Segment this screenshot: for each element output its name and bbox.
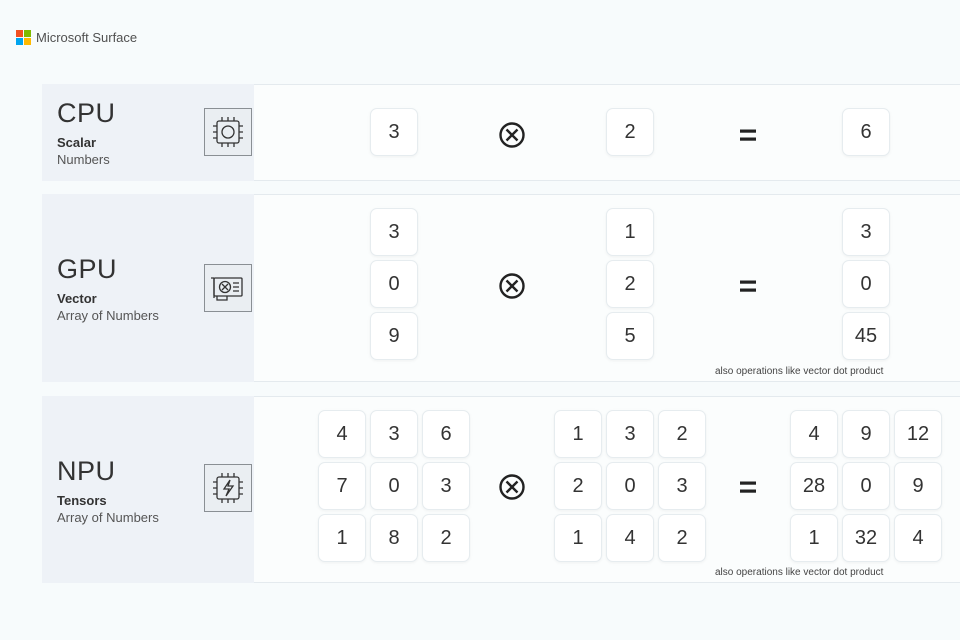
data-description: Array of Numbers — [57, 510, 159, 525]
result-cell: 4 — [894, 514, 942, 562]
equals-icon — [733, 271, 763, 301]
result-cell: 0 — [842, 260, 890, 308]
equals-icon — [733, 472, 763, 502]
cpu-chip-icon — [204, 108, 252, 156]
npu-label-panel: NPU Tensors Array of Numbers — [42, 396, 254, 583]
operand-a-cell: 8 — [370, 514, 418, 562]
result-cell: 45 — [842, 312, 890, 360]
data-description: Array of Numbers — [57, 308, 159, 323]
operand-a-cell: 6 — [422, 410, 470, 458]
result-cell: 0 — [842, 462, 890, 510]
operand-a-cell: 2 — [422, 514, 470, 562]
operand-b-cell: 3 — [658, 462, 706, 510]
dot-product-note: also operations like vector dot product — [715, 567, 884, 578]
operand-a-cell: 3 — [370, 208, 418, 256]
operand-b-cell: 0 — [606, 462, 654, 510]
result-cell: 9 — [894, 462, 942, 510]
gpu-row: GPU Vector Array of Numbers 3 0 9 1 2 5 … — [42, 194, 960, 382]
processor-name: GPU — [57, 254, 118, 284]
operand-a-cell: 7 — [318, 462, 366, 510]
processor-name: NPU — [57, 456, 116, 486]
operand-a-cell: 9 — [370, 312, 418, 360]
result-cell: 4 — [790, 410, 838, 458]
operand-b-cell: 2 — [658, 410, 706, 458]
operand-b-cell: 2 — [606, 260, 654, 308]
operand-a-cell: 4 — [318, 410, 366, 458]
result-cell: 28 — [790, 462, 838, 510]
result-cell: 12 — [894, 410, 942, 458]
result-cell: 1 — [790, 514, 838, 562]
result-cell: 3 — [842, 208, 890, 256]
result-cell: 6 — [842, 108, 890, 156]
microsoft-logo-icon — [16, 30, 31, 45]
circled-times-icon — [497, 120, 527, 150]
data-type: Vector — [57, 291, 97, 306]
circled-times-icon — [497, 271, 527, 301]
operand-a-cell: 3 — [370, 108, 418, 156]
result-cell: 32 — [842, 514, 890, 562]
npu-row: NPU Tensors Array of Numbers 4 3 6 7 0 3… — [42, 396, 960, 583]
graphics-card-icon — [204, 264, 252, 312]
operand-b-cell: 1 — [606, 208, 654, 256]
operand-a-cell: 3 — [422, 462, 470, 510]
brand: Microsoft Surface — [16, 30, 137, 45]
equals-icon — [733, 120, 763, 150]
data-type: Tensors — [57, 493, 107, 508]
npu-chip-icon — [204, 464, 252, 512]
result-cell: 9 — [842, 410, 890, 458]
operand-b-cell: 4 — [606, 514, 654, 562]
operand-a-cell: 0 — [370, 462, 418, 510]
operand-b-cell: 3 — [606, 410, 654, 458]
data-type: Scalar — [57, 135, 97, 150]
operand-b-cell: 2 — [606, 108, 654, 156]
operand-b-cell: 1 — [554, 410, 602, 458]
operand-a-cell: 3 — [370, 410, 418, 458]
operand-a-cell: 0 — [370, 260, 418, 308]
processor-name: CPU — [57, 98, 116, 128]
cpu-row: CPU Scalar Numbers 3 2 6 — [42, 84, 960, 181]
data-description: Numbers — [57, 152, 110, 167]
gpu-label-panel: GPU Vector Array of Numbers — [42, 194, 254, 382]
circled-times-icon — [497, 472, 527, 502]
cpu-label-panel: CPU Scalar Numbers — [42, 84, 254, 181]
operand-b-cell: 1 — [554, 514, 602, 562]
operand-b-cell: 2 — [658, 514, 706, 562]
operand-b-cell: 5 — [606, 312, 654, 360]
dot-product-note: also operations like vector dot product — [715, 366, 884, 377]
brand-name: Microsoft Surface — [36, 30, 138, 45]
operand-a-cell: 1 — [318, 514, 366, 562]
operand-b-cell: 2 — [554, 462, 602, 510]
